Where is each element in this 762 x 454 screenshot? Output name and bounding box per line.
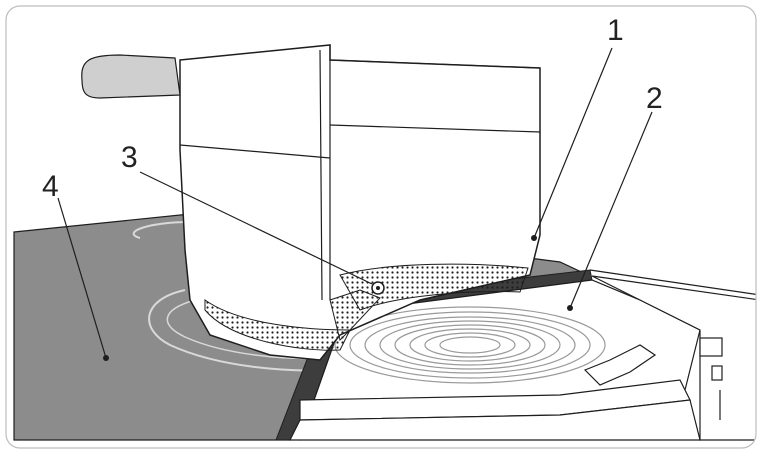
pot-base-contact-center [329,289,381,341]
cooking-zone-ring-outer [148,289,331,372]
pot-rim [179,59,541,159]
housing-slot-small [711,365,723,381]
leader-line-2 [569,111,653,309]
pot-cutaway-seam [319,45,331,301]
callout-label-4: 4 [42,170,59,203]
housing-slot [699,337,723,357]
diagram-frame [5,5,757,449]
pot-base-contact-right [339,263,529,311]
callout-label-1: 1 [607,14,624,47]
cooking-zone-ring [132,221,191,239]
cooktop-chassis [289,399,701,441]
leader-line-1 [533,47,613,239]
callout-label-2: 2 [646,82,663,115]
leader-line-4 [57,197,107,359]
element-bracket [583,344,657,386]
cooking-zone-ring-inner [166,299,326,360]
leader-line-3 [139,171,373,285]
heating-coil [334,306,606,384]
pot-handle [81,54,181,99]
callout-label-3: 3 [121,141,138,174]
